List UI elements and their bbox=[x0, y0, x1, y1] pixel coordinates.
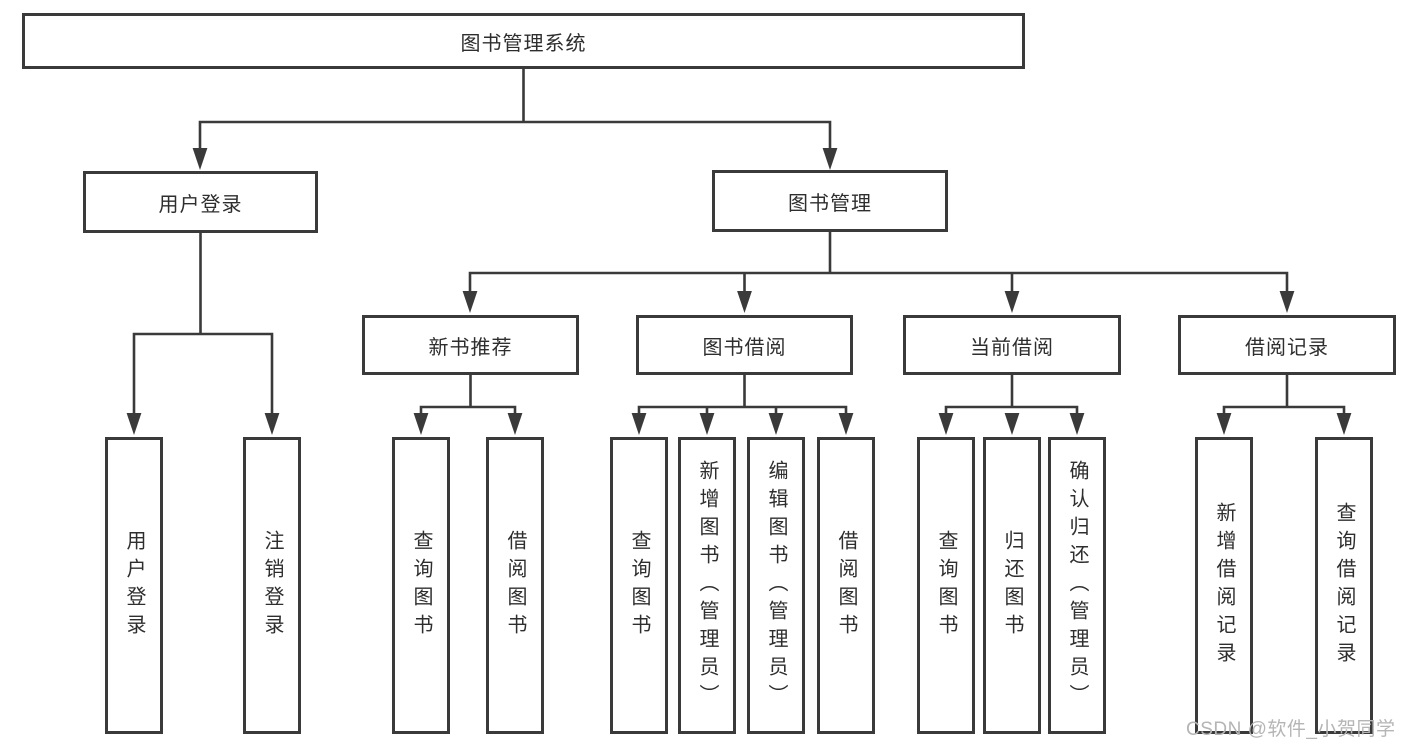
leaf-add-borrow-record: 新增借阅记录 bbox=[1195, 437, 1253, 734]
leaf-user-login: 用户登录 bbox=[105, 437, 163, 734]
leaf-edit-books-admin: 编辑图书（管理员） bbox=[747, 437, 805, 734]
leaf-query-books-borrow: 查询图书 bbox=[610, 437, 668, 734]
connector-root bbox=[198, 67, 832, 154]
connector-current-borrow bbox=[944, 373, 1079, 417]
leaf-borrow-books-recommend: 借阅图书 bbox=[486, 437, 544, 734]
leaf-logout: 注销登录 bbox=[243, 437, 301, 734]
connector-user-login bbox=[132, 231, 274, 417]
node-book-borrow: 图书借阅 bbox=[636, 315, 853, 375]
node-root-library-system: 图书管理系统 bbox=[22, 13, 1025, 69]
leaf-query-books-recommend: 查询图书 bbox=[392, 437, 450, 734]
connector-book-management bbox=[468, 230, 1289, 295]
leaf-borrow-books: 借阅图书 bbox=[817, 437, 875, 734]
leaf-query-books-current: 查询图书 bbox=[917, 437, 975, 734]
node-new-book-recommend: 新书推荐 bbox=[362, 315, 579, 375]
arrowheads bbox=[126, 148, 1352, 435]
connector-book-borrow bbox=[637, 373, 848, 417]
connector-borrow-record bbox=[1222, 373, 1346, 417]
leaf-query-borrow-record: 查询借阅记录 bbox=[1315, 437, 1373, 734]
connector-new-book bbox=[419, 373, 517, 417]
csdn-watermark: CSDN @软件_小贺同学 bbox=[1186, 719, 1396, 740]
node-borrow-record: 借阅记录 bbox=[1178, 315, 1396, 375]
node-book-management: 图书管理 bbox=[712, 170, 948, 232]
node-current-borrow: 当前借阅 bbox=[903, 315, 1121, 375]
leaf-return-books: 归还图书 bbox=[983, 437, 1041, 734]
leaf-confirm-return-admin: 确认归还（管理员） bbox=[1048, 437, 1106, 734]
leaf-add-books-admin: 新增图书（管理员） bbox=[678, 437, 736, 734]
node-user-login: 用户登录 bbox=[83, 171, 318, 233]
